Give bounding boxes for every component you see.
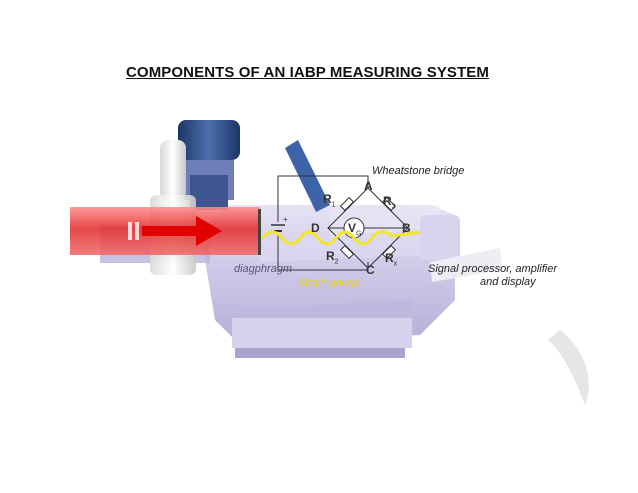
diaphragm-label: diagphragm <box>234 263 292 275</box>
resistor-r1-label: R1 <box>323 192 336 208</box>
wheatstone-bridge-label: Wheatstone bridge <box>372 165 464 177</box>
resistor-r2-label: R2 <box>326 249 339 265</box>
pressure-arrow <box>70 207 260 255</box>
resistor-r3-label: R3 <box>383 194 396 210</box>
node-d-label: D <box>311 221 320 235</box>
signal-processor-label-line2: and display <box>480 276 536 288</box>
strain-gauge-label: Strain gauge <box>298 277 360 289</box>
resistor-rx-label: Rx <box>385 251 397 267</box>
diaphragm-plate <box>258 209 261 255</box>
svg-text:+: + <box>283 215 288 224</box>
node-a-label: A <box>364 179 373 193</box>
node-b-label: B <box>402 221 411 235</box>
glass-reflection <box>548 330 589 405</box>
galvanometer-label: VG <box>348 221 361 237</box>
node-c-label: C <box>366 263 375 277</box>
signal-processor-label-line1: Signal processor, amplifier <box>428 263 557 275</box>
